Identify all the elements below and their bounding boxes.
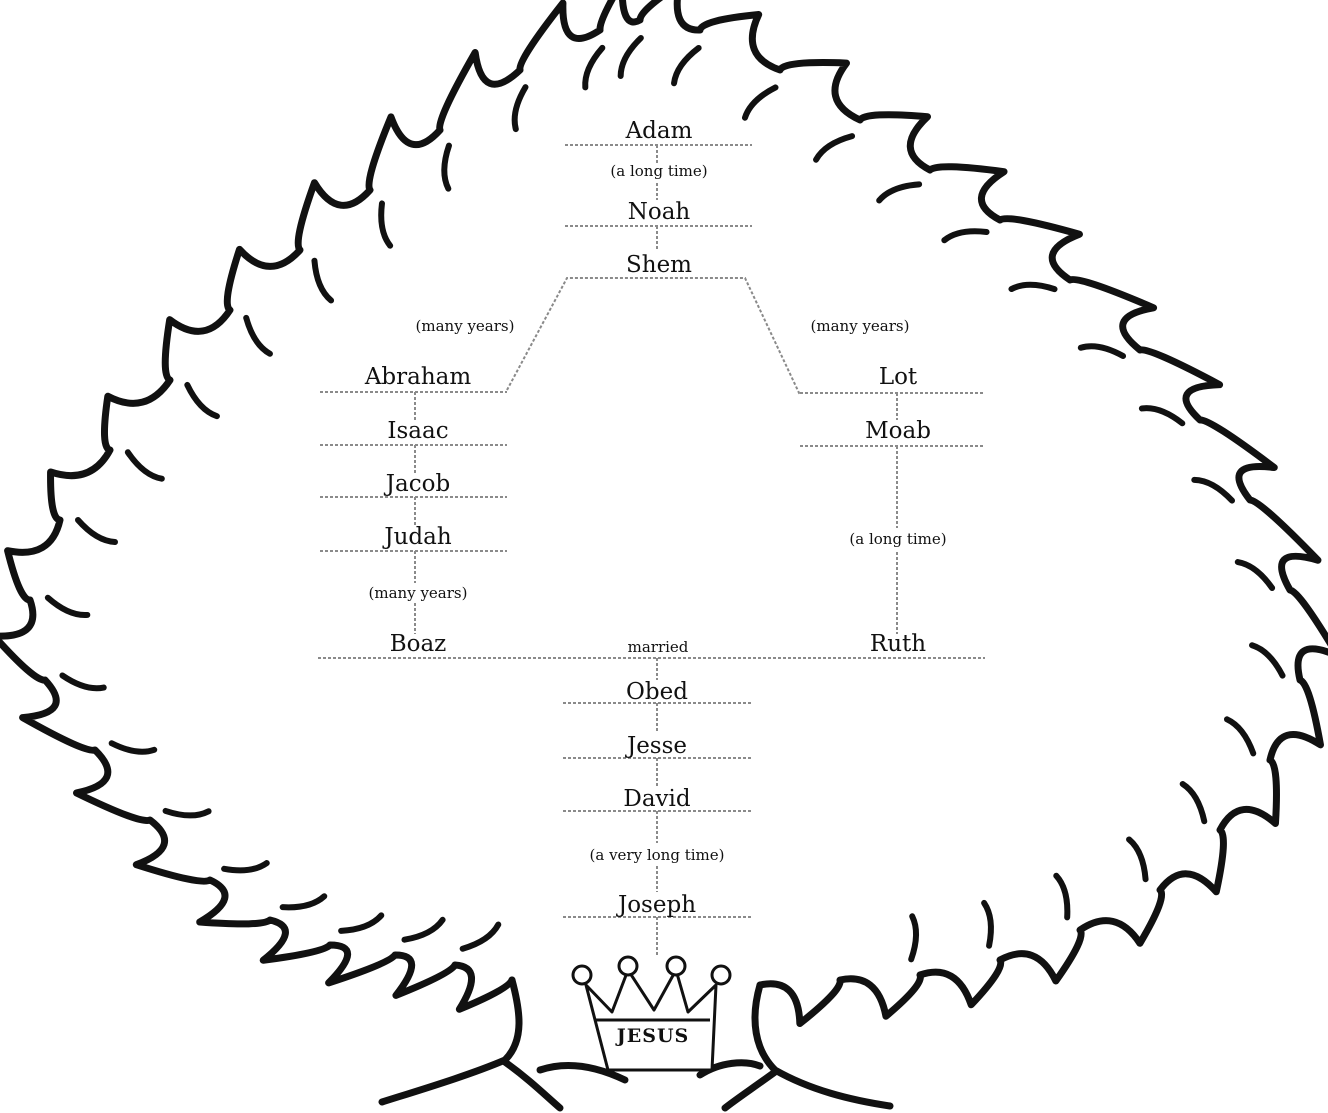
person-boaz: Boaz [390,633,447,656]
leaf-vein [1194,480,1232,501]
leaf-vein [128,452,162,478]
person-noah: Noah [628,201,691,224]
note-judah-to-boaz: (many years) [366,586,471,601]
person-moab: Moab [865,420,931,443]
person-jacob: Jacob [386,473,450,496]
leaf-vein [816,136,852,160]
leaf-vein [911,916,916,959]
tree-canopy-outline [0,0,1328,1024]
leaf-vein [78,520,115,542]
leaf-vein [381,203,390,245]
leaf-vein [463,925,499,949]
leaf-vein [1227,719,1253,753]
leaf-vein [745,87,776,117]
leaf-vein [1183,784,1205,821]
crown-icon [573,957,730,1070]
note-david-to-joseph: (a very long time) [587,848,728,863]
leaf-vein [984,903,991,946]
leaf-vein [187,385,217,416]
person-david: David [623,788,690,811]
leaf-vein [585,48,602,88]
note-adam-to-noah: (a long time) [607,164,710,179]
leaf-vein [1011,285,1054,289]
person-joseph: Joseph [618,894,696,917]
leaf-vein [341,915,381,930]
leaf-vein [515,87,526,129]
leaf-vein [1081,346,1123,356]
note-shem-to-abraham: (many years) [413,319,518,334]
leaf-vein [944,231,986,240]
leaf-vein [404,920,442,940]
leaf-vein [879,184,919,200]
person-ruth: Ruth [870,633,926,656]
leaf-vein [1056,876,1067,918]
note-shem-to-lot: (many years) [808,319,913,334]
leaf-vein [314,261,331,301]
leaf-vein [48,598,87,615]
leaf-vein [283,896,325,907]
person-isaac: Isaac [387,420,448,443]
leaf-vein [1142,408,1182,423]
leaf-vein [166,811,209,815]
leaf-vein [444,146,449,189]
person-jesse: Jesse [627,735,687,758]
person-lot: Lot [879,366,917,389]
note-moab-to-ruth: (a long time) [846,532,949,547]
person-judah: Judah [384,526,451,549]
person-abraham: Abraham [365,366,471,389]
note-married: married [625,640,692,655]
leaf-vein [621,38,641,76]
leaf-vein [674,48,699,83]
leaf-vein [62,675,103,688]
leaf-vein [246,318,270,354]
person-obed: Obed [626,681,688,704]
person-shem: Shem [626,254,692,277]
crown-label-jesus: JESUS [617,1025,689,1047]
person-adam: Adam [626,120,693,143]
leaf-vein [224,863,267,870]
leaf-vein [112,743,155,751]
leaf-vein [1252,645,1283,675]
leaf-vein [1129,839,1146,879]
leaf-vein [1238,562,1272,588]
